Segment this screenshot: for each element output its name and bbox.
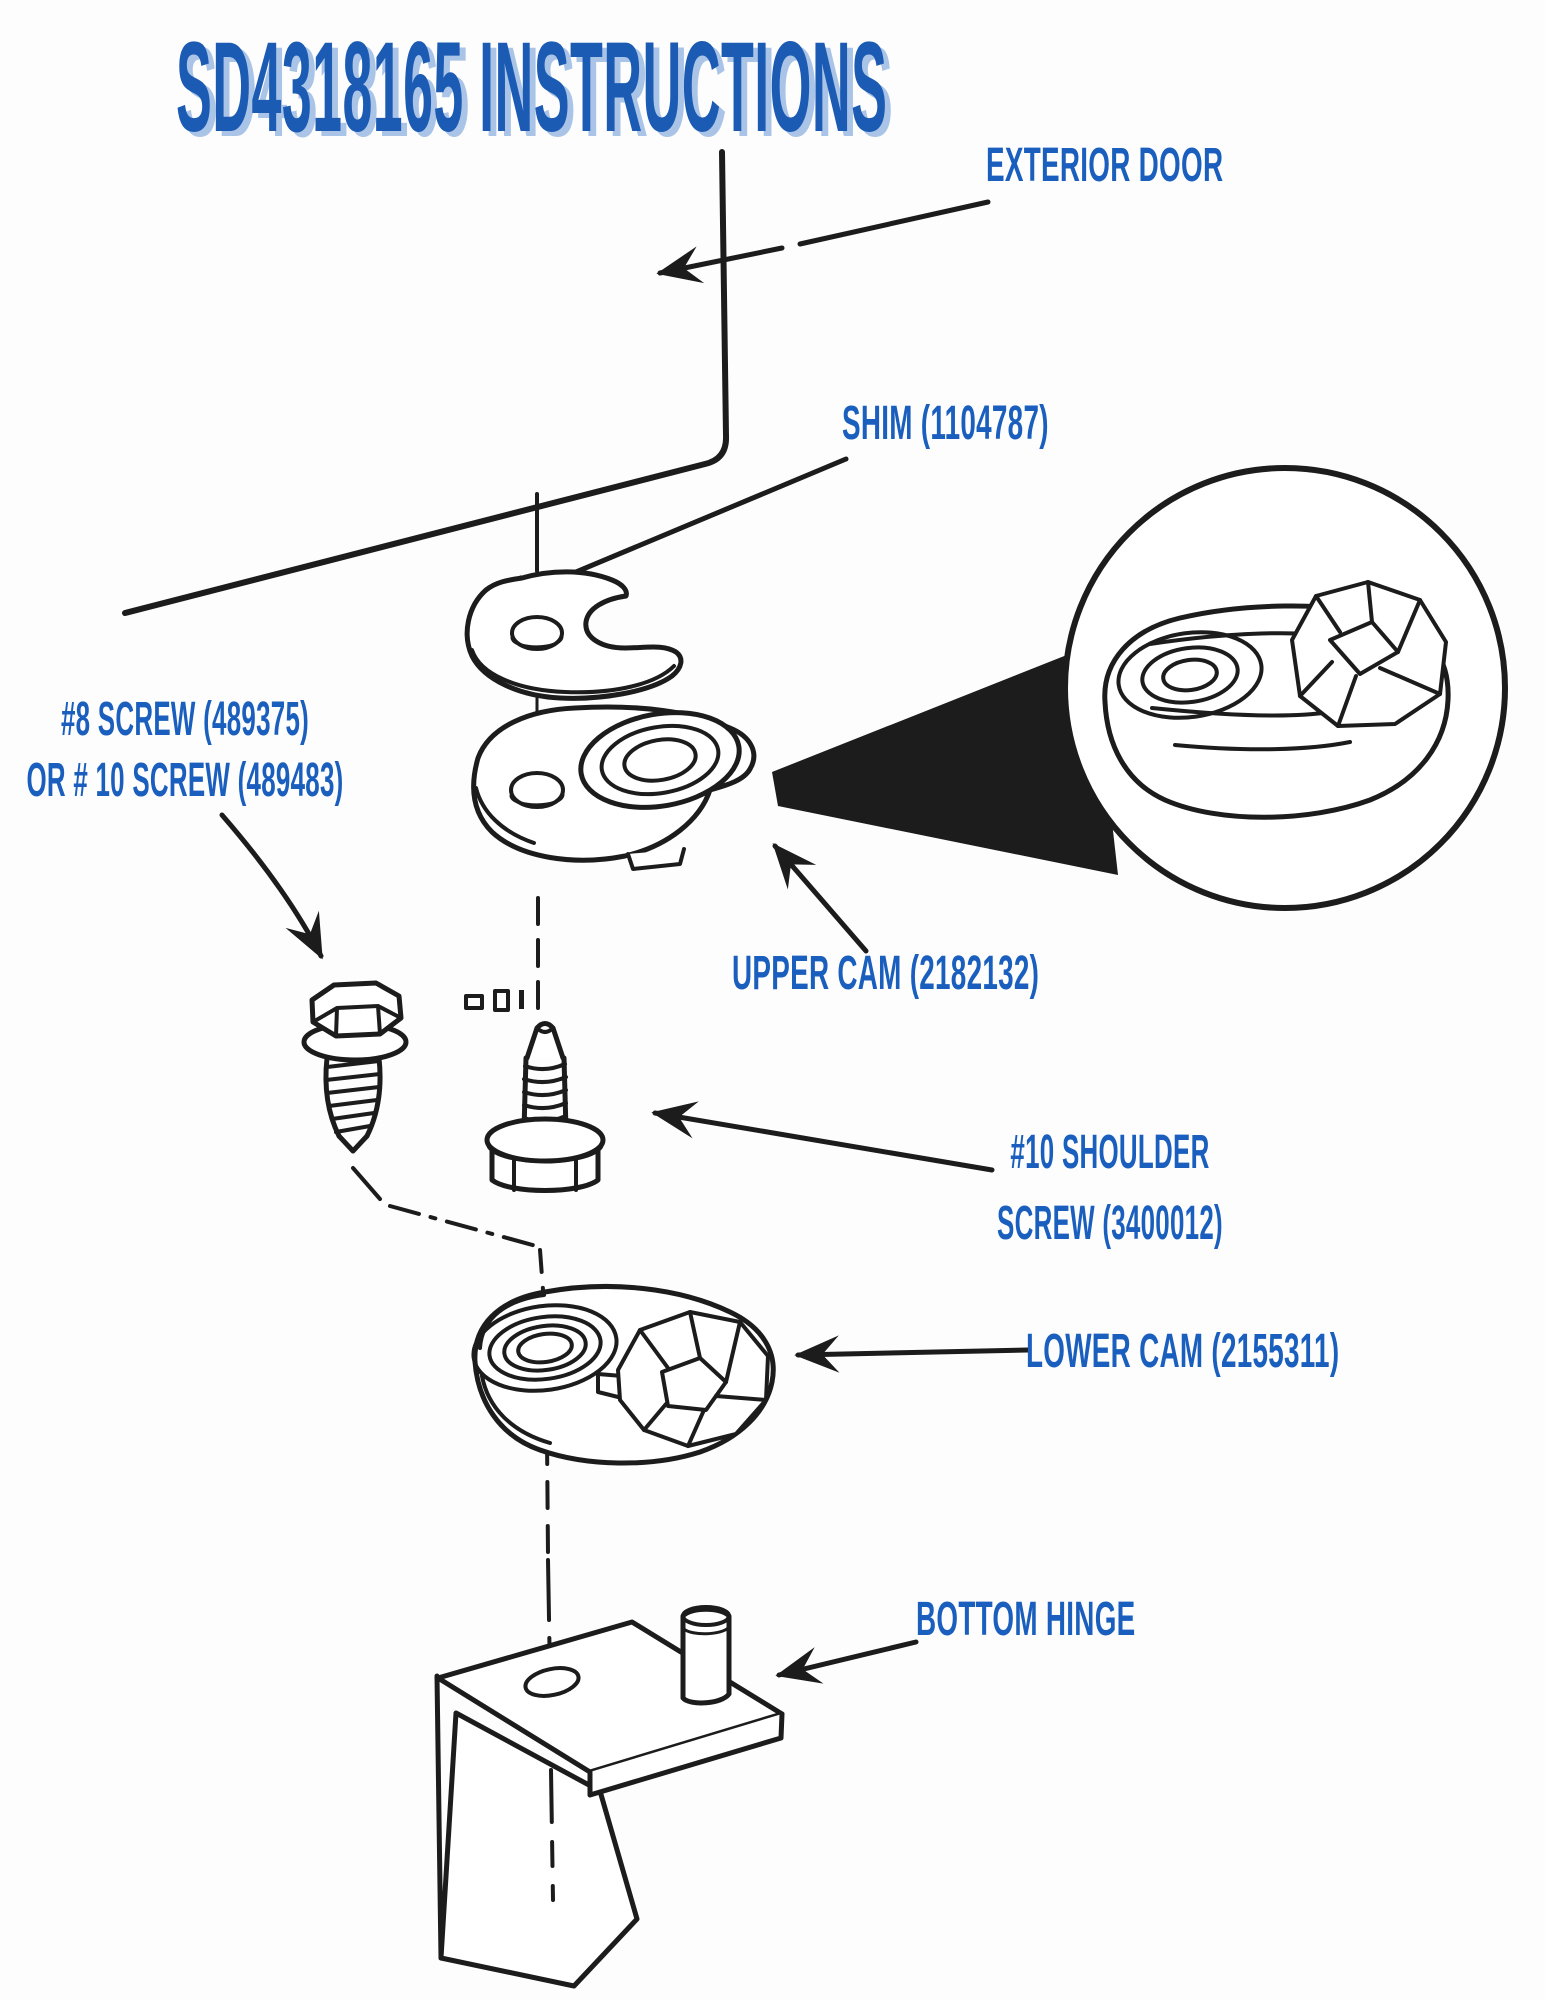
small-clip-marks <box>464 989 524 1012</box>
magnifier-detail-view <box>1062 465 1508 911</box>
shim-drawing <box>464 569 684 701</box>
magnifier-wedge <box>772 645 1118 875</box>
hex-screw-drawing <box>301 980 409 1154</box>
label-shoulder-screw-line2: SCREW (3400012) <box>997 1196 1223 1250</box>
bottom-hinge-arrow <box>775 1639 919 1684</box>
leader-arrows <box>219 199 1031 1684</box>
label-bottom-hinge: BOTTOM HINGE <box>916 1593 1136 1646</box>
label-shim: SHIM (1104787) <box>842 397 1049 450</box>
lower-cam-arrow <box>794 1335 1031 1373</box>
exterior-door-arrow <box>656 199 991 284</box>
label-shoulder-screw: #10 SHOULDER SCREW (3400012) <box>948 1118 1272 1259</box>
shoulder-screw-drawing <box>484 1021 606 1193</box>
label-screw-10-line2: OR # 10 SCREW (489483) <box>26 753 344 807</box>
label-lower-cam: LOWER CAM (2155311) <box>1026 1325 1340 1378</box>
lower-cam-drawing <box>471 1284 776 1466</box>
page-title: SD4318165 INSTRUCTIONS <box>176 16 888 159</box>
label-upper-cam: UPPER CAM (2182132) <box>732 947 1040 1000</box>
shoulder-screw-arrow <box>651 1101 995 1173</box>
label-shoulder-screw-line1: #10 SHOULDER <box>1010 1126 1210 1179</box>
label-exterior-door: EXTERIOR DOOR <box>986 139 1224 192</box>
exterior-door-lines <box>122 149 730 616</box>
upper-cam-drawing <box>471 704 757 871</box>
upper-cam-arrow <box>772 843 869 954</box>
bottom-hinge-drawing <box>434 1605 785 1989</box>
label-screw-8-or-10: #8 SCREW (489375) OR # 10 SCREW (489483) <box>23 690 347 812</box>
screw8-arrow <box>219 812 324 960</box>
label-screw-8-line1: #8 SCREW (489375) <box>60 693 310 746</box>
